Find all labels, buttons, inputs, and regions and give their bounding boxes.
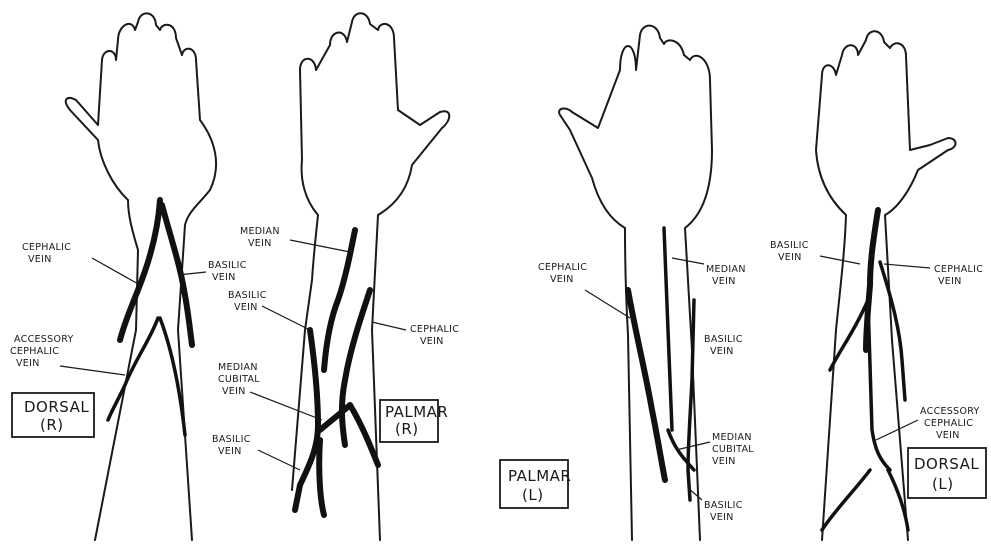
label-median-cubital-vein: MEDIAN CUBITAL VEIN xyxy=(712,432,757,467)
cephalic-vein xyxy=(120,200,160,340)
label-cephalic-vein: CEPHALIC VEIN xyxy=(410,324,462,347)
label-accessory-cephalic-vein: ACCESSORY CEPHALIC VEIN xyxy=(920,406,983,441)
arm-outline xyxy=(292,13,449,540)
label-median-cubital-vein: MEDIAN CUBITAL VEIN xyxy=(218,362,263,397)
leader-line xyxy=(585,290,630,318)
panel-dorsal-left: BASILIC VEIN CEPHALIC VEIN ACCESSORY CEP… xyxy=(770,31,986,540)
label-basilic-vein: BASILIC VEIN xyxy=(704,334,746,357)
leader-line xyxy=(262,306,310,330)
panel-palmar-left: CEPHALIC VEIN MEDIAN VEIN BASILIC VEIN M… xyxy=(500,26,757,540)
cephalic-vein xyxy=(628,290,665,480)
median-vein xyxy=(664,228,672,430)
leader-line xyxy=(92,258,140,285)
median-cubital-vein xyxy=(319,405,378,515)
label-basilic-vein-lower: BASILIC VEIN xyxy=(212,434,254,457)
view-label: DORSAL (L) xyxy=(914,455,984,493)
leader-line xyxy=(876,420,918,440)
label-basilic-vein: BASILIC VEIN xyxy=(770,240,812,263)
leader-line xyxy=(676,442,710,450)
label-cephalic-vein: CEPHALIC VEIN xyxy=(538,262,590,285)
panel-dorsal-right: CEPHALIC VEIN BASILIC VEIN ACCESSORY CEP… xyxy=(10,13,250,540)
label-basilic-vein: BASILIC VEIN xyxy=(228,290,270,313)
view-label: PALMAR (R) xyxy=(385,403,454,438)
view-label: PALMAR (L) xyxy=(508,467,577,504)
label-basilic-vein: BASILIC VEIN xyxy=(208,260,250,283)
leader-line xyxy=(60,366,125,375)
basilic-vein xyxy=(162,205,192,345)
basilic-vein xyxy=(880,262,905,400)
label-basilic-vein-lower: BASILIC VEIN xyxy=(704,500,746,523)
leader-line xyxy=(290,240,350,252)
label-accessory-cephalic-vein: ACCESSORY CEPHALIC VEIN xyxy=(10,334,77,369)
accessory-cephalic-vein xyxy=(830,300,890,470)
label-cephalic-vein: CEPHALIC VEIN xyxy=(22,242,74,265)
view-label: DORSAL (R) xyxy=(24,398,94,434)
leader-line xyxy=(372,322,406,330)
label-median-vein: MEDIAN VEIN xyxy=(706,264,749,287)
label-cephalic-vein: CEPHALIC VEIN xyxy=(934,264,986,287)
leader-line xyxy=(820,256,860,264)
leader-line xyxy=(250,392,322,420)
branch-vein xyxy=(822,470,908,530)
label-median-vein: MEDIAN VEIN xyxy=(240,226,283,249)
panel-palmar-right: MEDIAN VEIN BASILIC VEIN CEPHALIC VEIN M… xyxy=(212,13,462,540)
leader-line xyxy=(884,264,930,268)
